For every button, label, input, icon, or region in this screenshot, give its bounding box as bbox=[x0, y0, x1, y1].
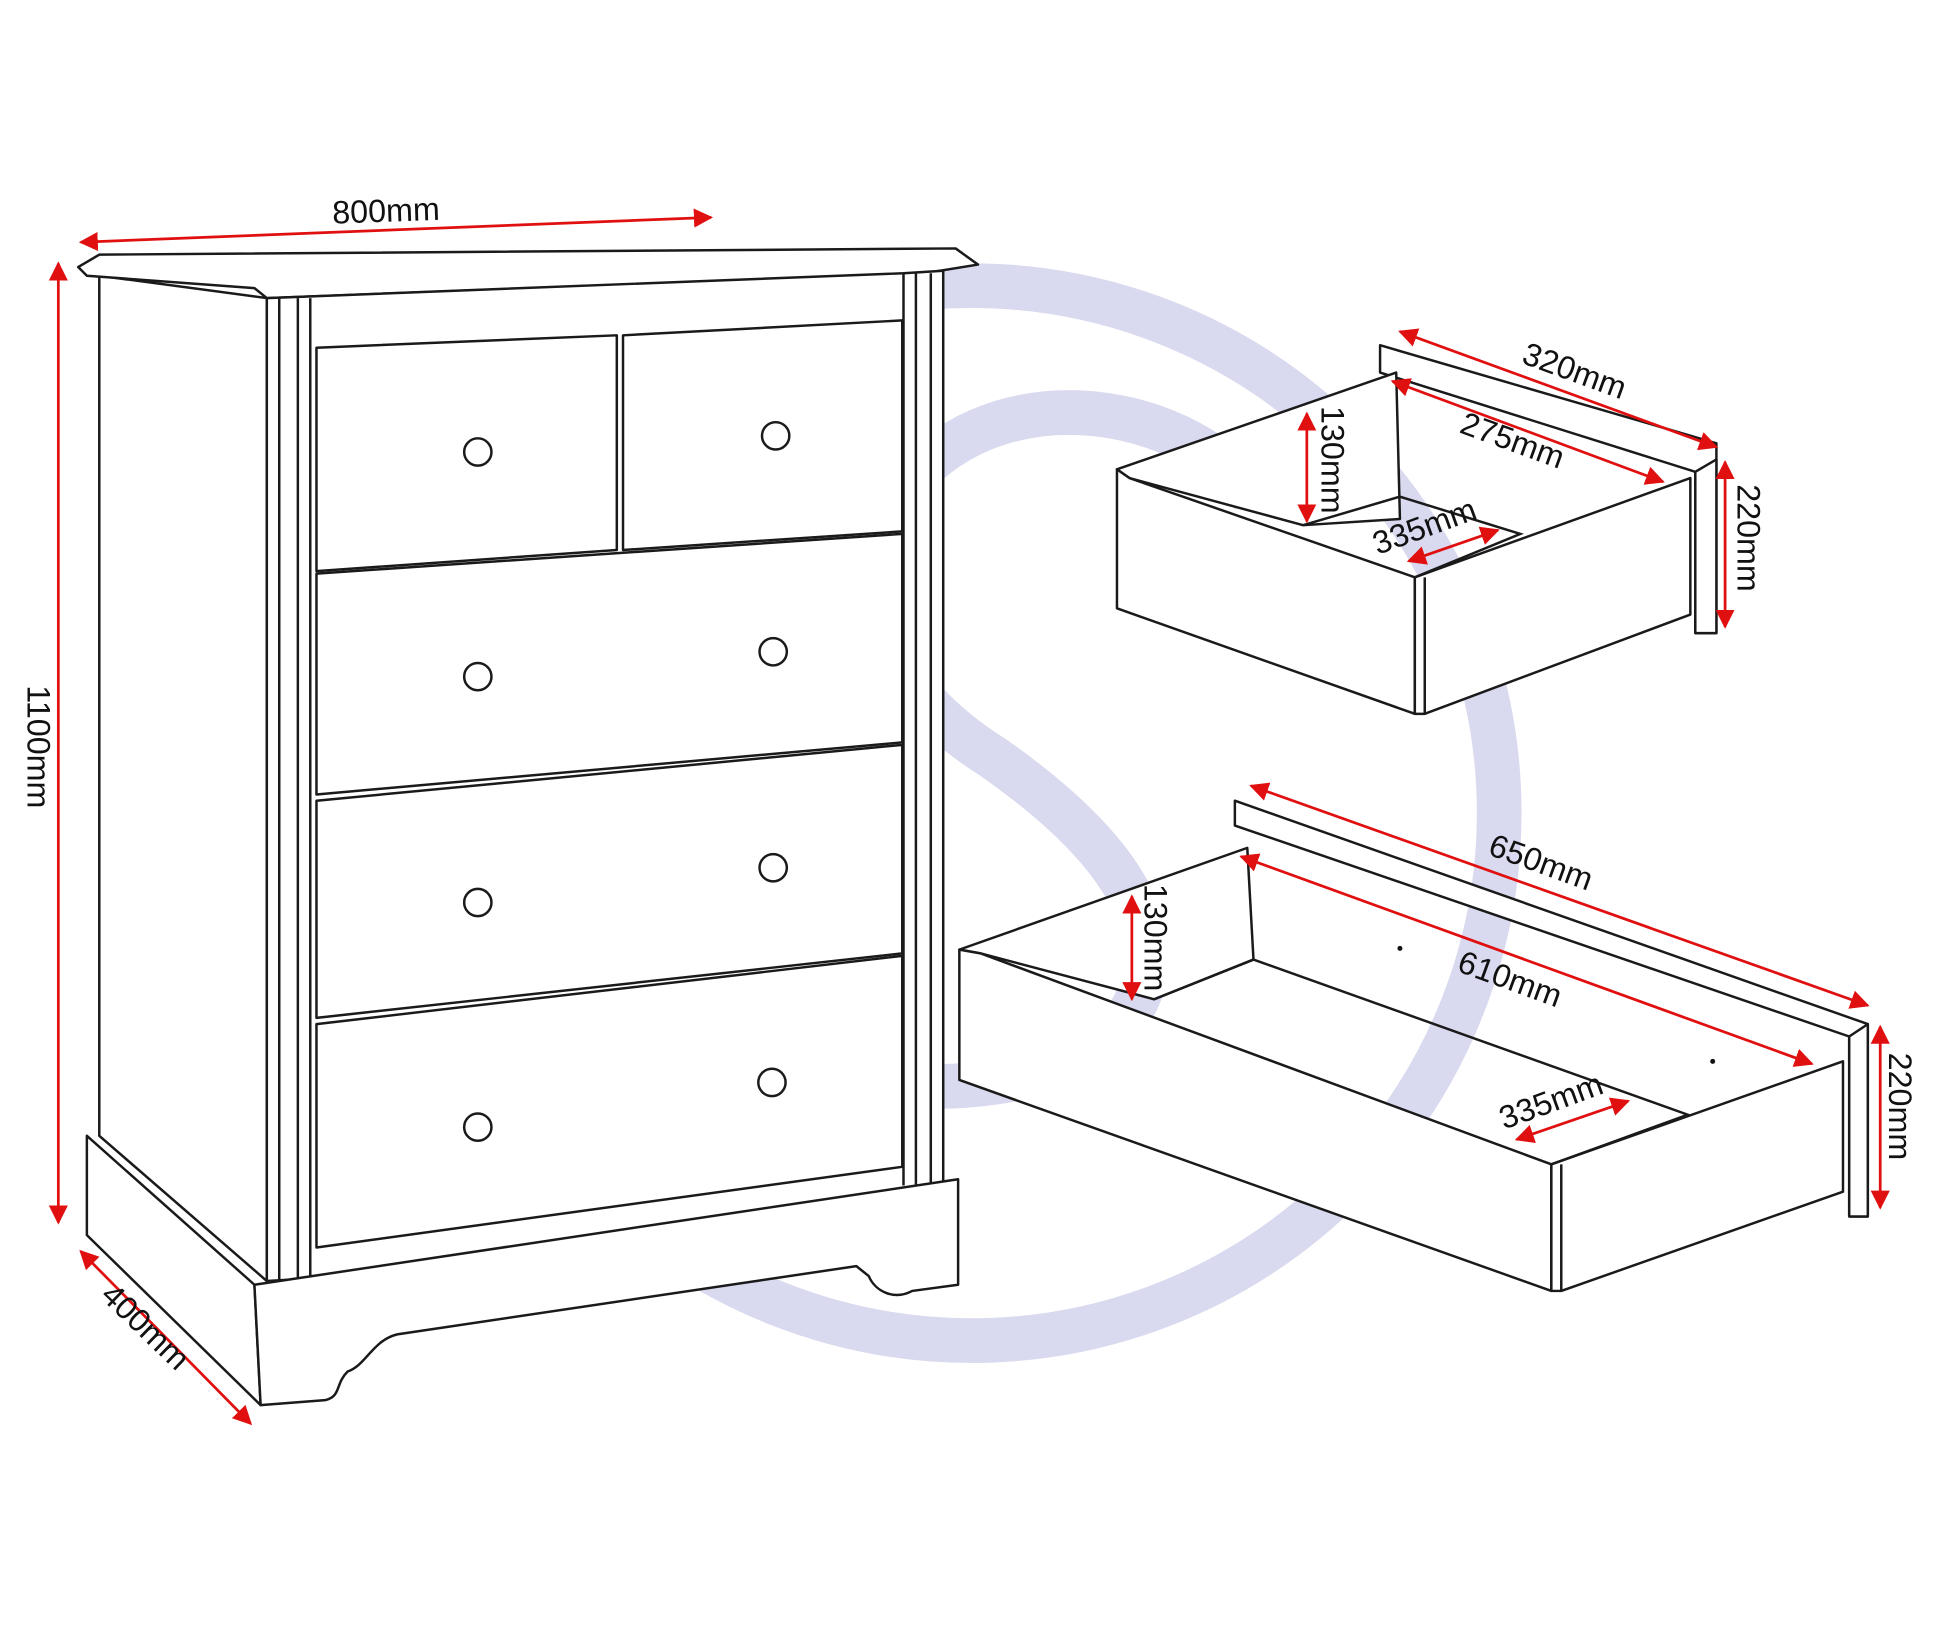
chest-height-label: 1100mm bbox=[20, 685, 56, 808]
large-drawer-inner-height-label: 130mm bbox=[1137, 884, 1173, 992]
large-drawer-drawing bbox=[958, 799, 1870, 1293]
small-drawer-inner-height-label: 130mm bbox=[1315, 406, 1351, 514]
chest-drawing bbox=[76, 247, 980, 1407]
chest-width-label: 800mm bbox=[332, 191, 441, 231]
large-drawer-inner-depth-label: 335mm bbox=[1494, 1066, 1607, 1137]
drawer-2 bbox=[315, 532, 904, 796]
dimension-arrows bbox=[48, 208, 1890, 1426]
small-drawer-front-height-label: 220mm bbox=[1731, 484, 1767, 592]
small-drawer-drawing bbox=[1115, 343, 1718, 716]
large-drawer-front-height-label: 220mm bbox=[1882, 1053, 1918, 1161]
drawer-4 bbox=[315, 954, 904, 1249]
plinth-front bbox=[253, 1177, 960, 1407]
drawer-3 bbox=[315, 743, 904, 1020]
drawer-knobs bbox=[462, 420, 791, 1143]
